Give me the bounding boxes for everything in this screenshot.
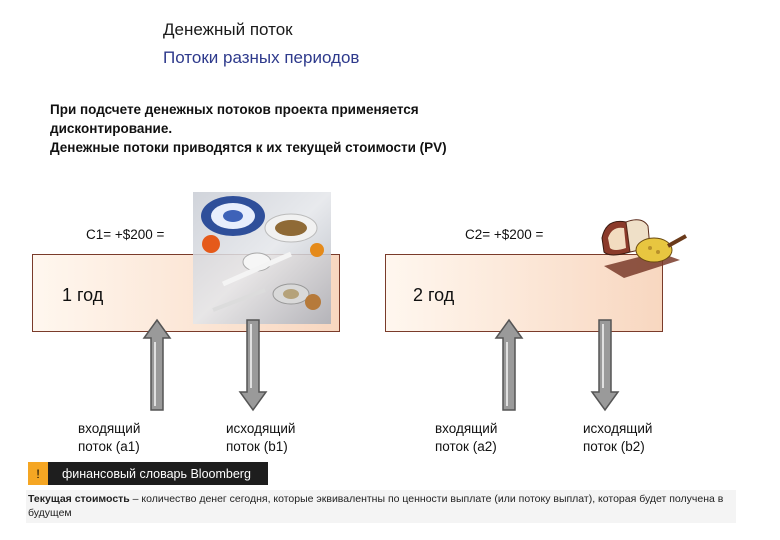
definition-term: Текущая стоимость xyxy=(28,493,130,505)
food-still-life-illustration xyxy=(193,192,331,324)
outflow-2-label: исходящий поток (b2) xyxy=(583,421,653,454)
intro-line-2: дисконтирование. xyxy=(50,121,173,136)
bloomberg-label: финансовый словарь Bloomberg xyxy=(62,466,251,481)
intro-line-1: При подсчете денежных потоков проекта пр… xyxy=(50,102,419,117)
intro-text: При подсчете денежных потоков проекта пр… xyxy=(50,100,447,157)
definition-box: Текущая стоимость – количество денег сег… xyxy=(26,490,736,523)
inflow-2-label: входящий поток (a2) xyxy=(435,421,498,454)
definition-text: – количество денег сегодня, которые экви… xyxy=(28,493,724,519)
up-arrow-icon xyxy=(494,318,524,411)
exclamation-icon: ! xyxy=(28,462,48,485)
page-subtitle: Потоки разных периодов xyxy=(163,48,360,67)
period-1-label: 1 год xyxy=(62,285,104,305)
intro-line-3: Денежные потоки приводятся к их текущей … xyxy=(50,140,447,155)
inflow-1-label: входящий поток (a1) xyxy=(78,421,141,454)
cashflow-2-label: C2= +$200 = xyxy=(465,227,544,242)
down-arrow-icon xyxy=(238,319,268,412)
cashflow-1-label: C1= +$200 = xyxy=(86,227,165,242)
outflow-1-label: исходящий поток (b1) xyxy=(226,421,296,454)
bread-and-cheese-board-illustration xyxy=(601,219,687,278)
period-2-label: 2 год xyxy=(413,285,455,305)
up-arrow-icon xyxy=(142,318,172,411)
page-title: Денежный поток xyxy=(163,20,293,39)
bloomberg-dictionary-link[interactable]: ! финансовый словарь Bloomberg xyxy=(28,462,268,485)
down-arrow-icon xyxy=(590,319,620,412)
